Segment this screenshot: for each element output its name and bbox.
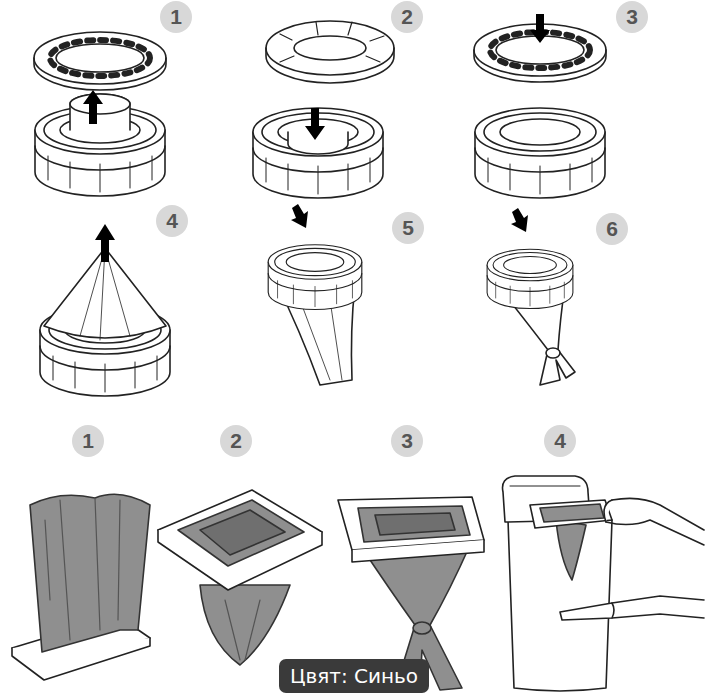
callout-number: 2: [391, 1, 423, 33]
step-4-cassette: [40, 224, 170, 396]
callout-number: 1: [72, 425, 104, 457]
step-1-parts: [34, 32, 166, 196]
caption-text: Цвят: Синьо: [290, 664, 418, 688]
callout-number: 6: [596, 213, 628, 245]
bag-on-frame: [12, 494, 150, 680]
step-2-parts: [253, 21, 394, 198]
diaper-bin: [503, 476, 705, 691]
callout-number: 5: [392, 212, 424, 244]
step-6-cassette: [487, 208, 575, 385]
callout-number: 3: [391, 425, 423, 457]
frame-with-bag: [158, 490, 322, 665]
callout-number: 3: [616, 1, 648, 33]
step-5-cassette: [268, 204, 362, 385]
callout-number: 4: [156, 205, 188, 237]
callout-number: 1: [160, 1, 192, 33]
step-3-parts: [474, 14, 606, 198]
callout-number: 2: [220, 425, 252, 457]
callout-number: 4: [544, 425, 576, 457]
caption-badge: Цвят: Синьо: [279, 659, 429, 693]
